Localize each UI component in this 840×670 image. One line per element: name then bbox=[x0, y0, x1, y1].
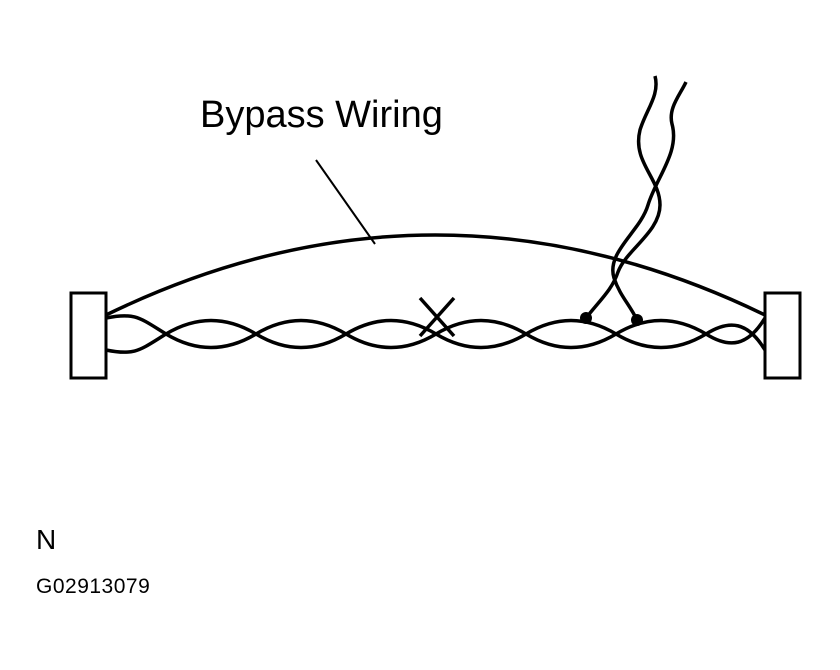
branch-wire-b bbox=[611, 81, 688, 321]
splice-point-left bbox=[580, 312, 592, 324]
bypass-wiring-label: Bypass Wiring bbox=[200, 94, 443, 136]
label-leader-line bbox=[315, 159, 376, 245]
splice-point-right bbox=[631, 314, 643, 326]
branch-wire-a bbox=[584, 75, 662, 320]
right-connector bbox=[763, 291, 802, 380]
figure-code: G02913079 bbox=[36, 575, 151, 598]
twisted-pair-wire-b bbox=[105, 318, 767, 354]
bypass-wire bbox=[105, 233, 766, 317]
x-mark-icon bbox=[418, 296, 456, 338]
view-marker: N bbox=[36, 524, 57, 555]
left-connector bbox=[69, 291, 108, 380]
